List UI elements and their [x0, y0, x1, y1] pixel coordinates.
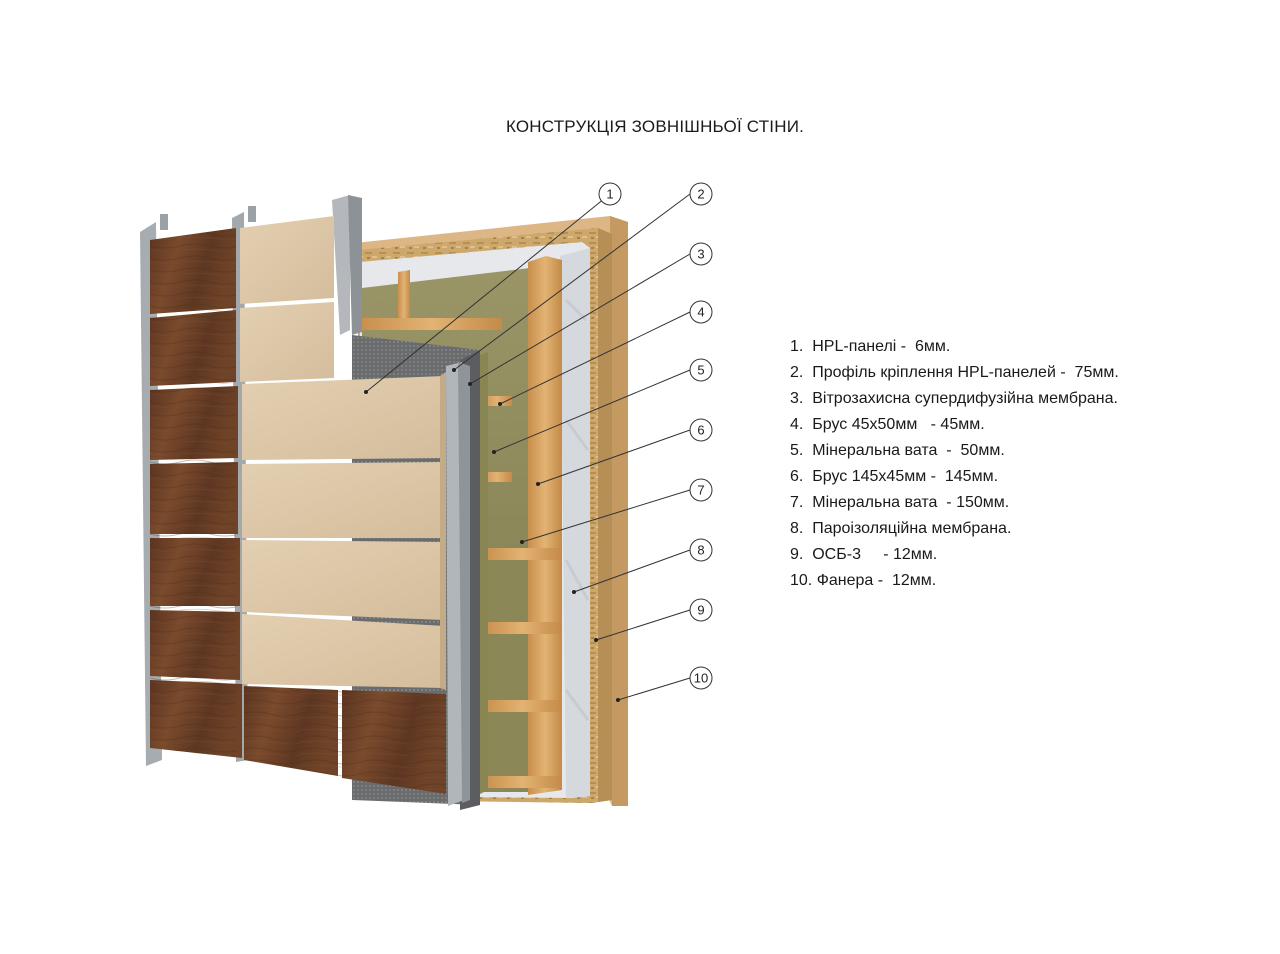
- callout-markers: 1 2 3 4 5 6 7 8: [598, 182, 713, 690]
- svg-text:1: 1: [606, 187, 613, 202]
- svg-text:4: 4: [697, 305, 704, 320]
- callout-1: 1: [598, 182, 622, 206]
- batten-45x50-group: [362, 318, 562, 788]
- callout-7: 7: [689, 478, 713, 502]
- diagram-title: КОНСТРУКЦІЯ ЗОВНІШНЬОЇ СТІНИ.: [505, 117, 805, 136]
- walnut-panel-column: [150, 228, 242, 758]
- svg-text:10: 10: [694, 671, 708, 686]
- svg-text:8: 8: [697, 543, 704, 558]
- walnut-panel-bottom-row: [244, 686, 446, 794]
- svg-text:5: 5: [697, 363, 704, 378]
- callout-3: 3: [689, 242, 713, 266]
- svg-text:7: 7: [697, 483, 704, 498]
- legend-item-4: 4. Брус 45х50мм - 45мм.: [790, 416, 985, 433]
- callout-leaders: [365, 193, 691, 701]
- callout-6: 6: [689, 418, 713, 442]
- legend-item-1: 1. HPL-панелі - 6мм.: [790, 338, 951, 355]
- svg-text:9: 9: [697, 603, 704, 618]
- legend-item-6: 6. Брус 145х45мм - 145мм.: [790, 468, 999, 485]
- svg-text:3: 3: [697, 247, 704, 262]
- callout-4: 4: [689, 300, 713, 324]
- legend-item-9: 9. ОСБ-3 - 12мм.: [790, 546, 938, 563]
- legend-item-8: 8. Пароізоляційна мембрана.: [790, 520, 1012, 537]
- legend-item-2: 2. Профіль кріплення HPL-панелей - 75мм.: [790, 364, 1119, 381]
- callout-2: 2: [689, 182, 713, 206]
- legend-item-3: 3. Вітрозахисна супердифузійна мембрана.: [790, 390, 1118, 407]
- hpl-panels-group: [150, 216, 446, 794]
- callout-9: 9: [689, 598, 713, 622]
- legend-item-7: 7. Мінеральна вата - 150мм.: [790, 494, 1010, 511]
- svg-text:2: 2: [697, 187, 704, 202]
- callout-8: 8: [689, 538, 713, 562]
- callout-10: 10: [689, 666, 713, 690]
- layer-legend: 1. HPL-панелі - 6мм. 2. Профіль кріпленн…: [790, 334, 1119, 594]
- svg-text:6: 6: [697, 423, 704, 438]
- legend-item-10: 10. Фанера - 12мм.: [790, 572, 937, 589]
- legend-item-5: 5. Мінеральна вата - 50мм.: [790, 442, 1005, 459]
- stud-145x45: [398, 256, 562, 795]
- callout-5: 5: [689, 358, 713, 382]
- callout-pointer-dots: [364, 368, 620, 702]
